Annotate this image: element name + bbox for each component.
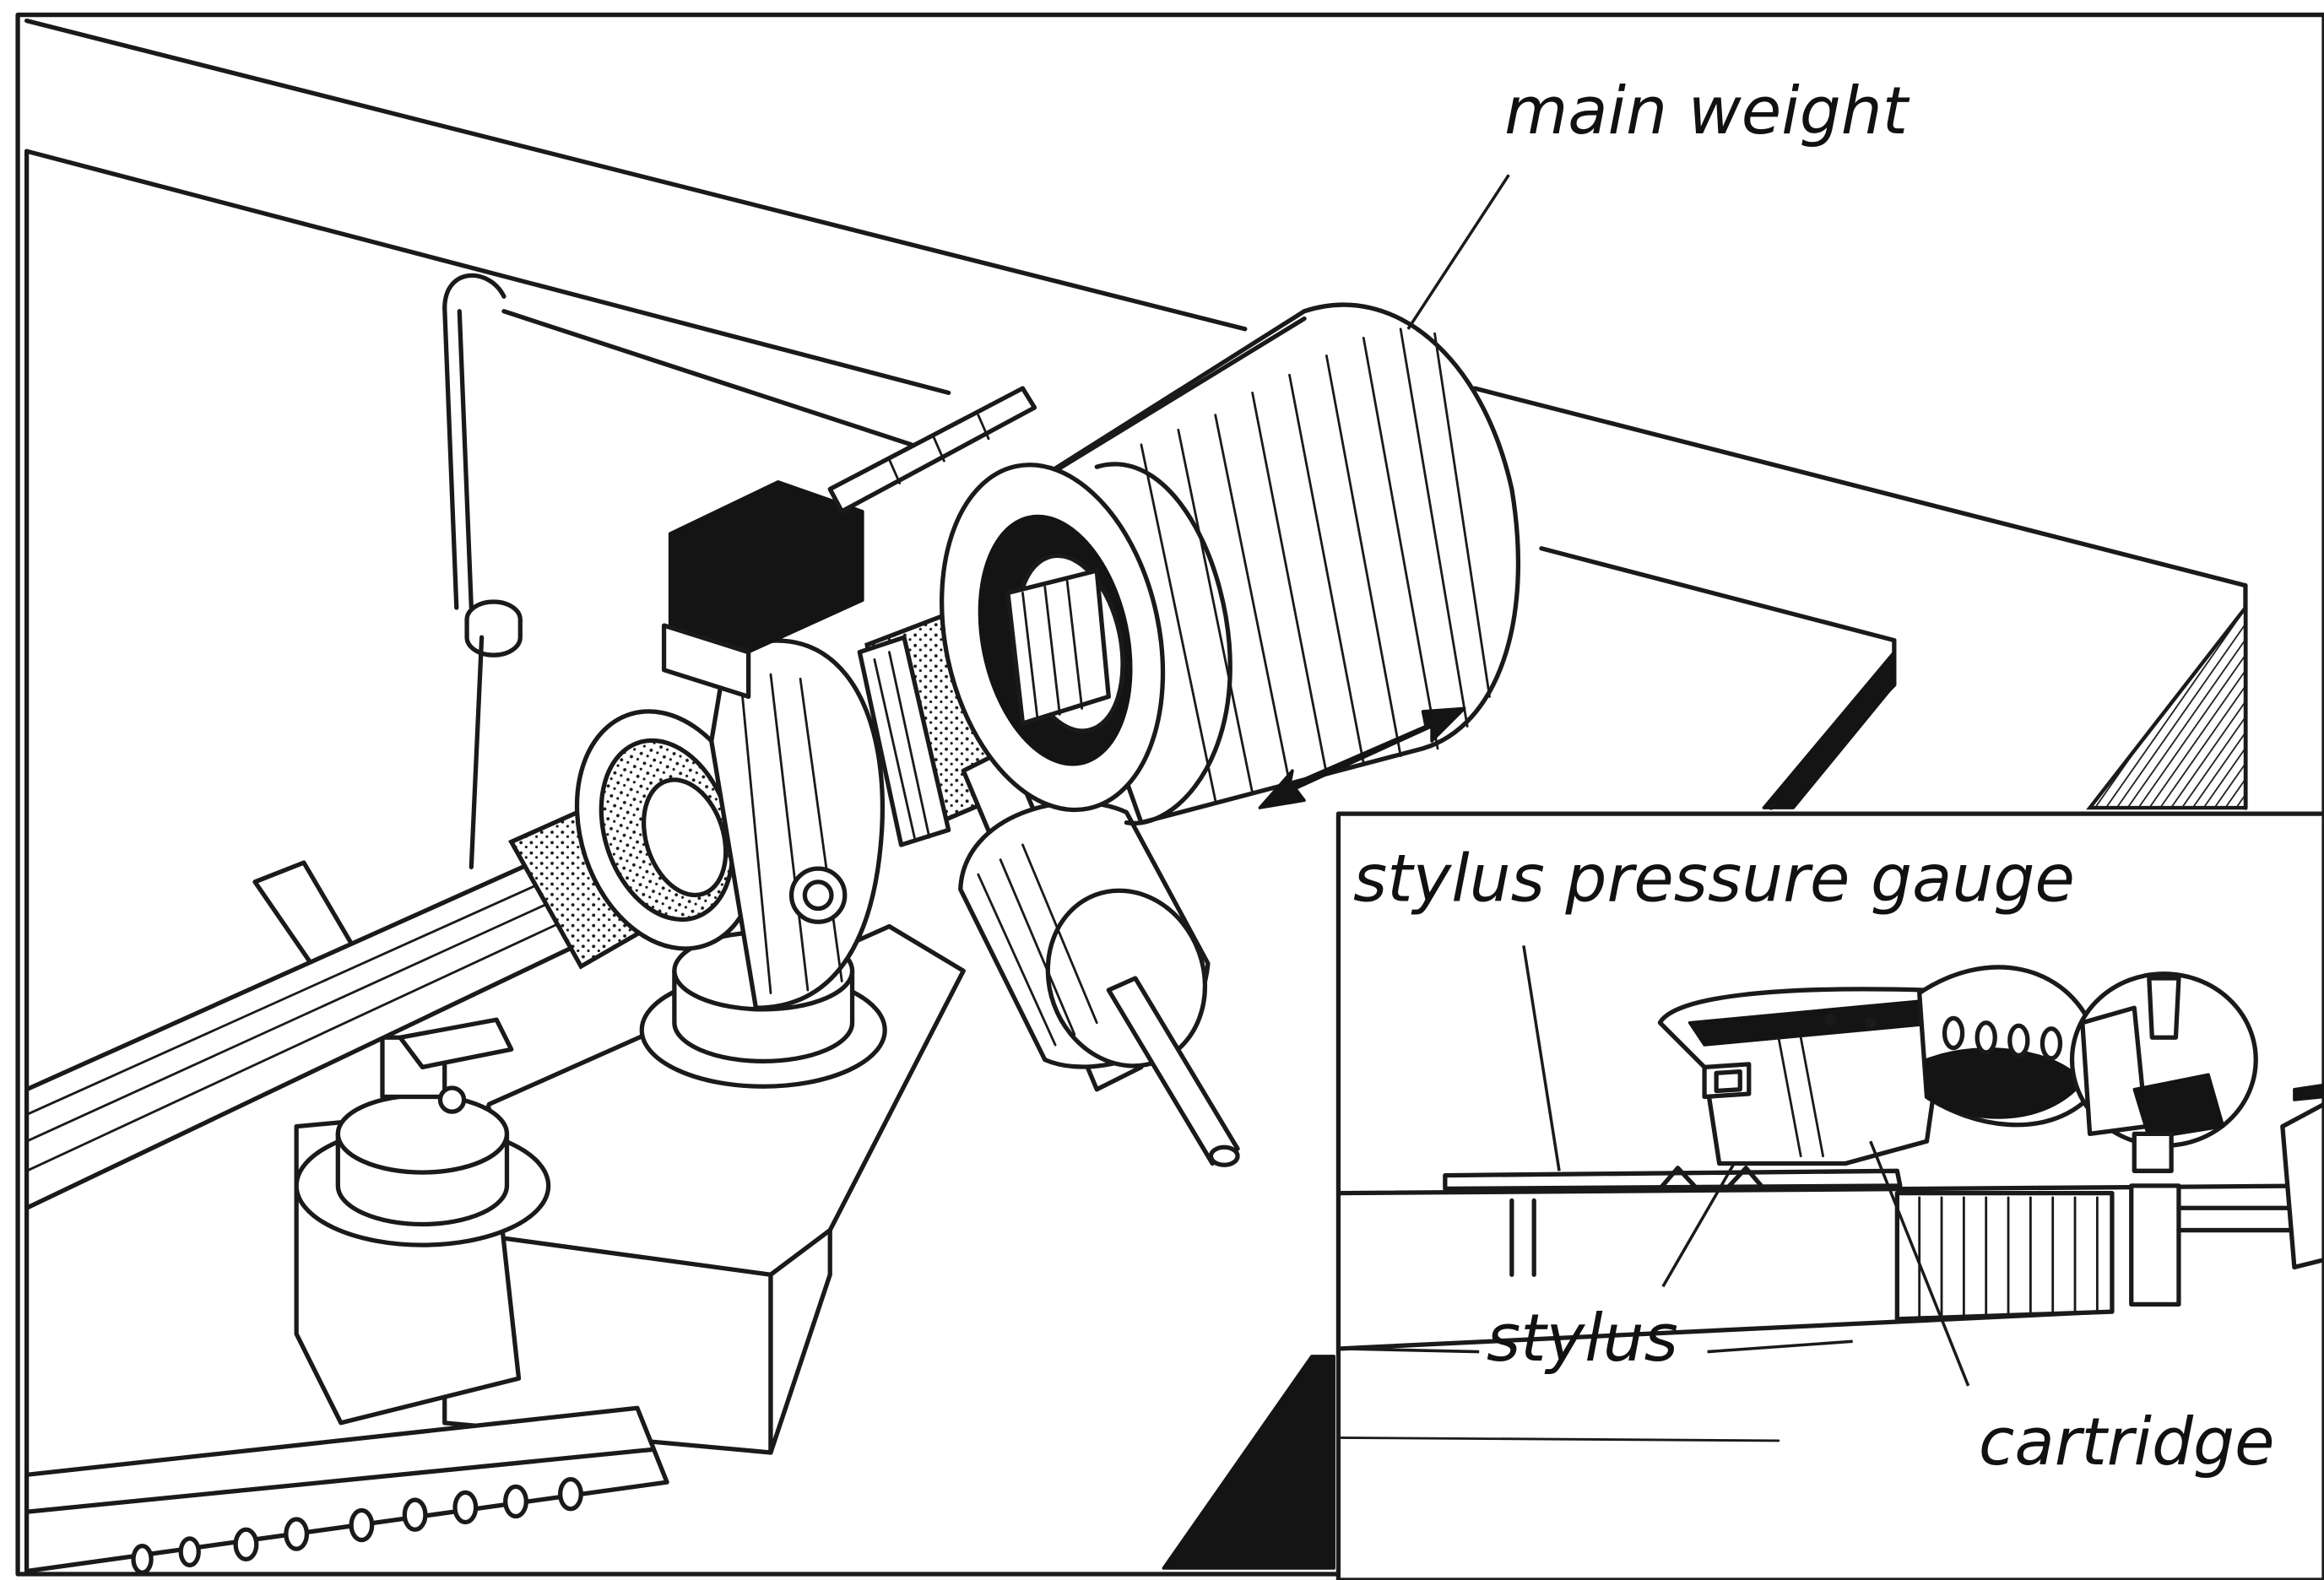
tonearm-base <box>24 923 966 1575</box>
label-cartridge: cartridge <box>1979 1404 2275 1480</box>
stylus-leader <box>1661 1162 1736 1288</box>
labels: main weight stylus pressure gauge stylus… <box>1346 73 2275 1480</box>
cartridge-leader <box>1869 1140 1970 1387</box>
main-weight-leader <box>1406 174 1510 330</box>
base-holes <box>131 1476 583 1575</box>
label-stylus: stylus <box>1487 1301 1678 1377</box>
stylus-underline <box>1346 1339 1853 1354</box>
pivot-assembly <box>574 386 1063 1010</box>
side-weight <box>958 746 1240 1167</box>
label-main-weight: main weight <box>1504 73 1910 149</box>
label-stylus-pressure-gauge: stylus pressure gauge <box>1353 841 2075 917</box>
figure-frame <box>15 12 2324 1577</box>
adjust-arrow <box>1258 706 1466 809</box>
plinth <box>24 18 2248 1574</box>
main-weight <box>940 302 1521 825</box>
stylus-pressure-gauge-leader <box>1522 945 1561 1171</box>
anti-skate-wire <box>442 273 914 869</box>
arm-lift <box>252 860 514 1114</box>
cartridge-inset <box>1335 811 2324 1580</box>
